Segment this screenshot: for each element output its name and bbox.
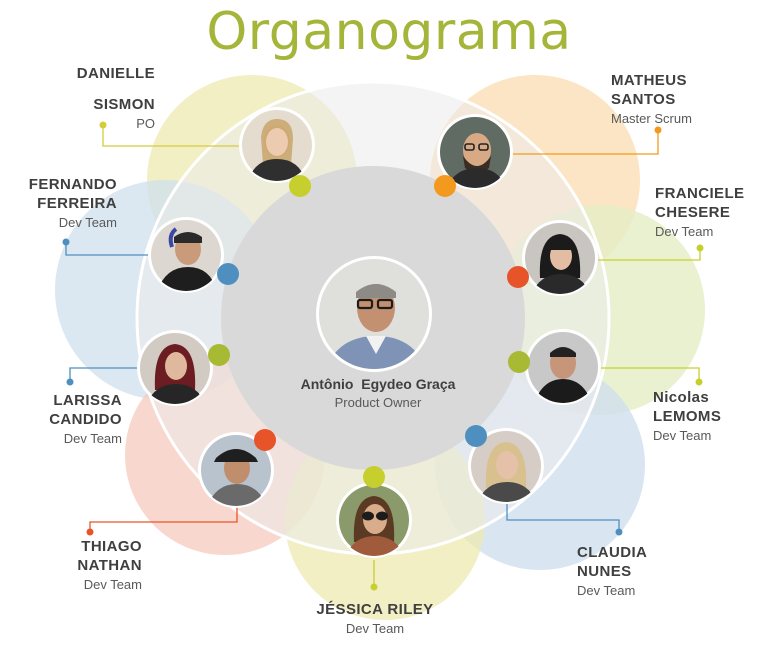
accent-larissa [208,344,230,366]
label-nicolas: Nicolas LEMOMS Dev Team [653,388,773,445]
label-danielle-role: PO [136,116,155,131]
avatar-fernando [148,217,224,293]
connector-matheus [505,130,659,155]
avatar-antonio [316,256,432,372]
label-jessica-name: JÉSSICA RILEY [316,601,434,618]
connector-claudia [506,500,620,532]
label-matheus: MATHEUS SANTOS Master Scrum [611,71,731,128]
connector-fernando [65,242,157,256]
dot-nicolas [695,378,703,386]
label-danielle-first: DANIELLE [76,65,155,82]
avatars [137,107,601,558]
label-thiago: THIAGO NATHAN Dev Team [22,537,142,594]
dot-thiago [86,528,94,536]
avatar-jessica [336,482,412,558]
label-franciele-first: FRANCIELE [655,185,745,202]
label-franciele: FRANCIELE CHESERE Dev Team [655,184,775,241]
dot-larissa [66,378,74,386]
label-matheus-first: MATHEUS [611,72,687,89]
label-matheus-role: Master Scrum [611,111,692,126]
avatar-danielle [239,107,315,183]
label-nicolas-role: Dev Team [653,428,712,443]
label-fernando-first: FERNANDO [28,176,117,193]
dot-fernando [62,238,70,246]
accent-dots [208,175,530,488]
dot-claudia [615,528,623,536]
label-larissa-role: Dev Team [63,431,122,446]
avatar-matheus [437,114,513,190]
label-thiago-last: NATHAN [77,557,142,574]
connector-thiago [89,505,238,532]
label-jessica-role: Dev Team [345,621,405,636]
label-fernando-last: FERREIRA [37,195,117,212]
label-franciele-last: CHESERE [655,204,731,221]
avatar-larissa [137,330,213,406]
accent-nicolas [508,351,530,373]
label-larissa: LARISSA CANDIDO Dev Team [2,391,122,448]
label-matheus-last: SANTOS [611,91,676,108]
connector-danielle [102,125,250,147]
label-thiago-first: THIAGO [81,538,142,555]
label-thiago-role: Dev Team [83,577,142,592]
label-franciele-role: Dev Team [655,224,714,239]
avatar-claudia [468,428,544,504]
connector-nicolas [595,367,700,382]
label-jessica: JÉSSICA RILEY Dev Team [290,600,460,638]
center-role: Product Owner [334,395,422,410]
dot-franciele [696,244,704,252]
avatar-nicolas [525,329,601,405]
dot-danielle [99,121,107,129]
connector-franciele [598,248,701,261]
label-fernando: FERNANDO FERREIRA Dev Team [2,175,117,232]
center-label: Antônio Egydeo Graça Product Owner [270,375,486,411]
label-danielle: DANIELLE SISMON PO [40,64,155,133]
accent-thiago [254,429,276,451]
label-larissa-last: CANDIDO [49,411,122,428]
label-claudia-role: Dev Team [577,583,636,598]
connector-dots [62,121,704,591]
dot-matheus [654,126,662,134]
accent-claudia [465,425,487,447]
connector-lines [65,125,701,587]
accent-danielle [289,175,311,197]
label-larissa-first: LARISSA [53,392,122,409]
diagram-title: Organograma [206,2,572,62]
dot-jessica [370,583,378,591]
accent-jessica [363,466,385,488]
accent-franciele [507,266,529,288]
label-danielle-last: SISMON [93,96,155,113]
label-claudia-first: CLAUDIA [577,544,648,561]
label-fernando-role: Dev Team [58,215,117,230]
accent-fernando [217,263,239,285]
label-nicolas-first: Nicolas [653,389,710,406]
label-claudia-last: NUNES [577,563,632,580]
accent-matheus [434,175,456,197]
label-claudia: CLAUDIA NUNES Dev Team [577,543,697,600]
connector-larissa [69,367,148,382]
label-nicolas-last: LEMOMS [653,408,722,425]
avatar-thiago [198,432,274,508]
avatar-franciele [522,220,598,296]
center-name: Antônio Egydeo Graça [300,376,456,392]
